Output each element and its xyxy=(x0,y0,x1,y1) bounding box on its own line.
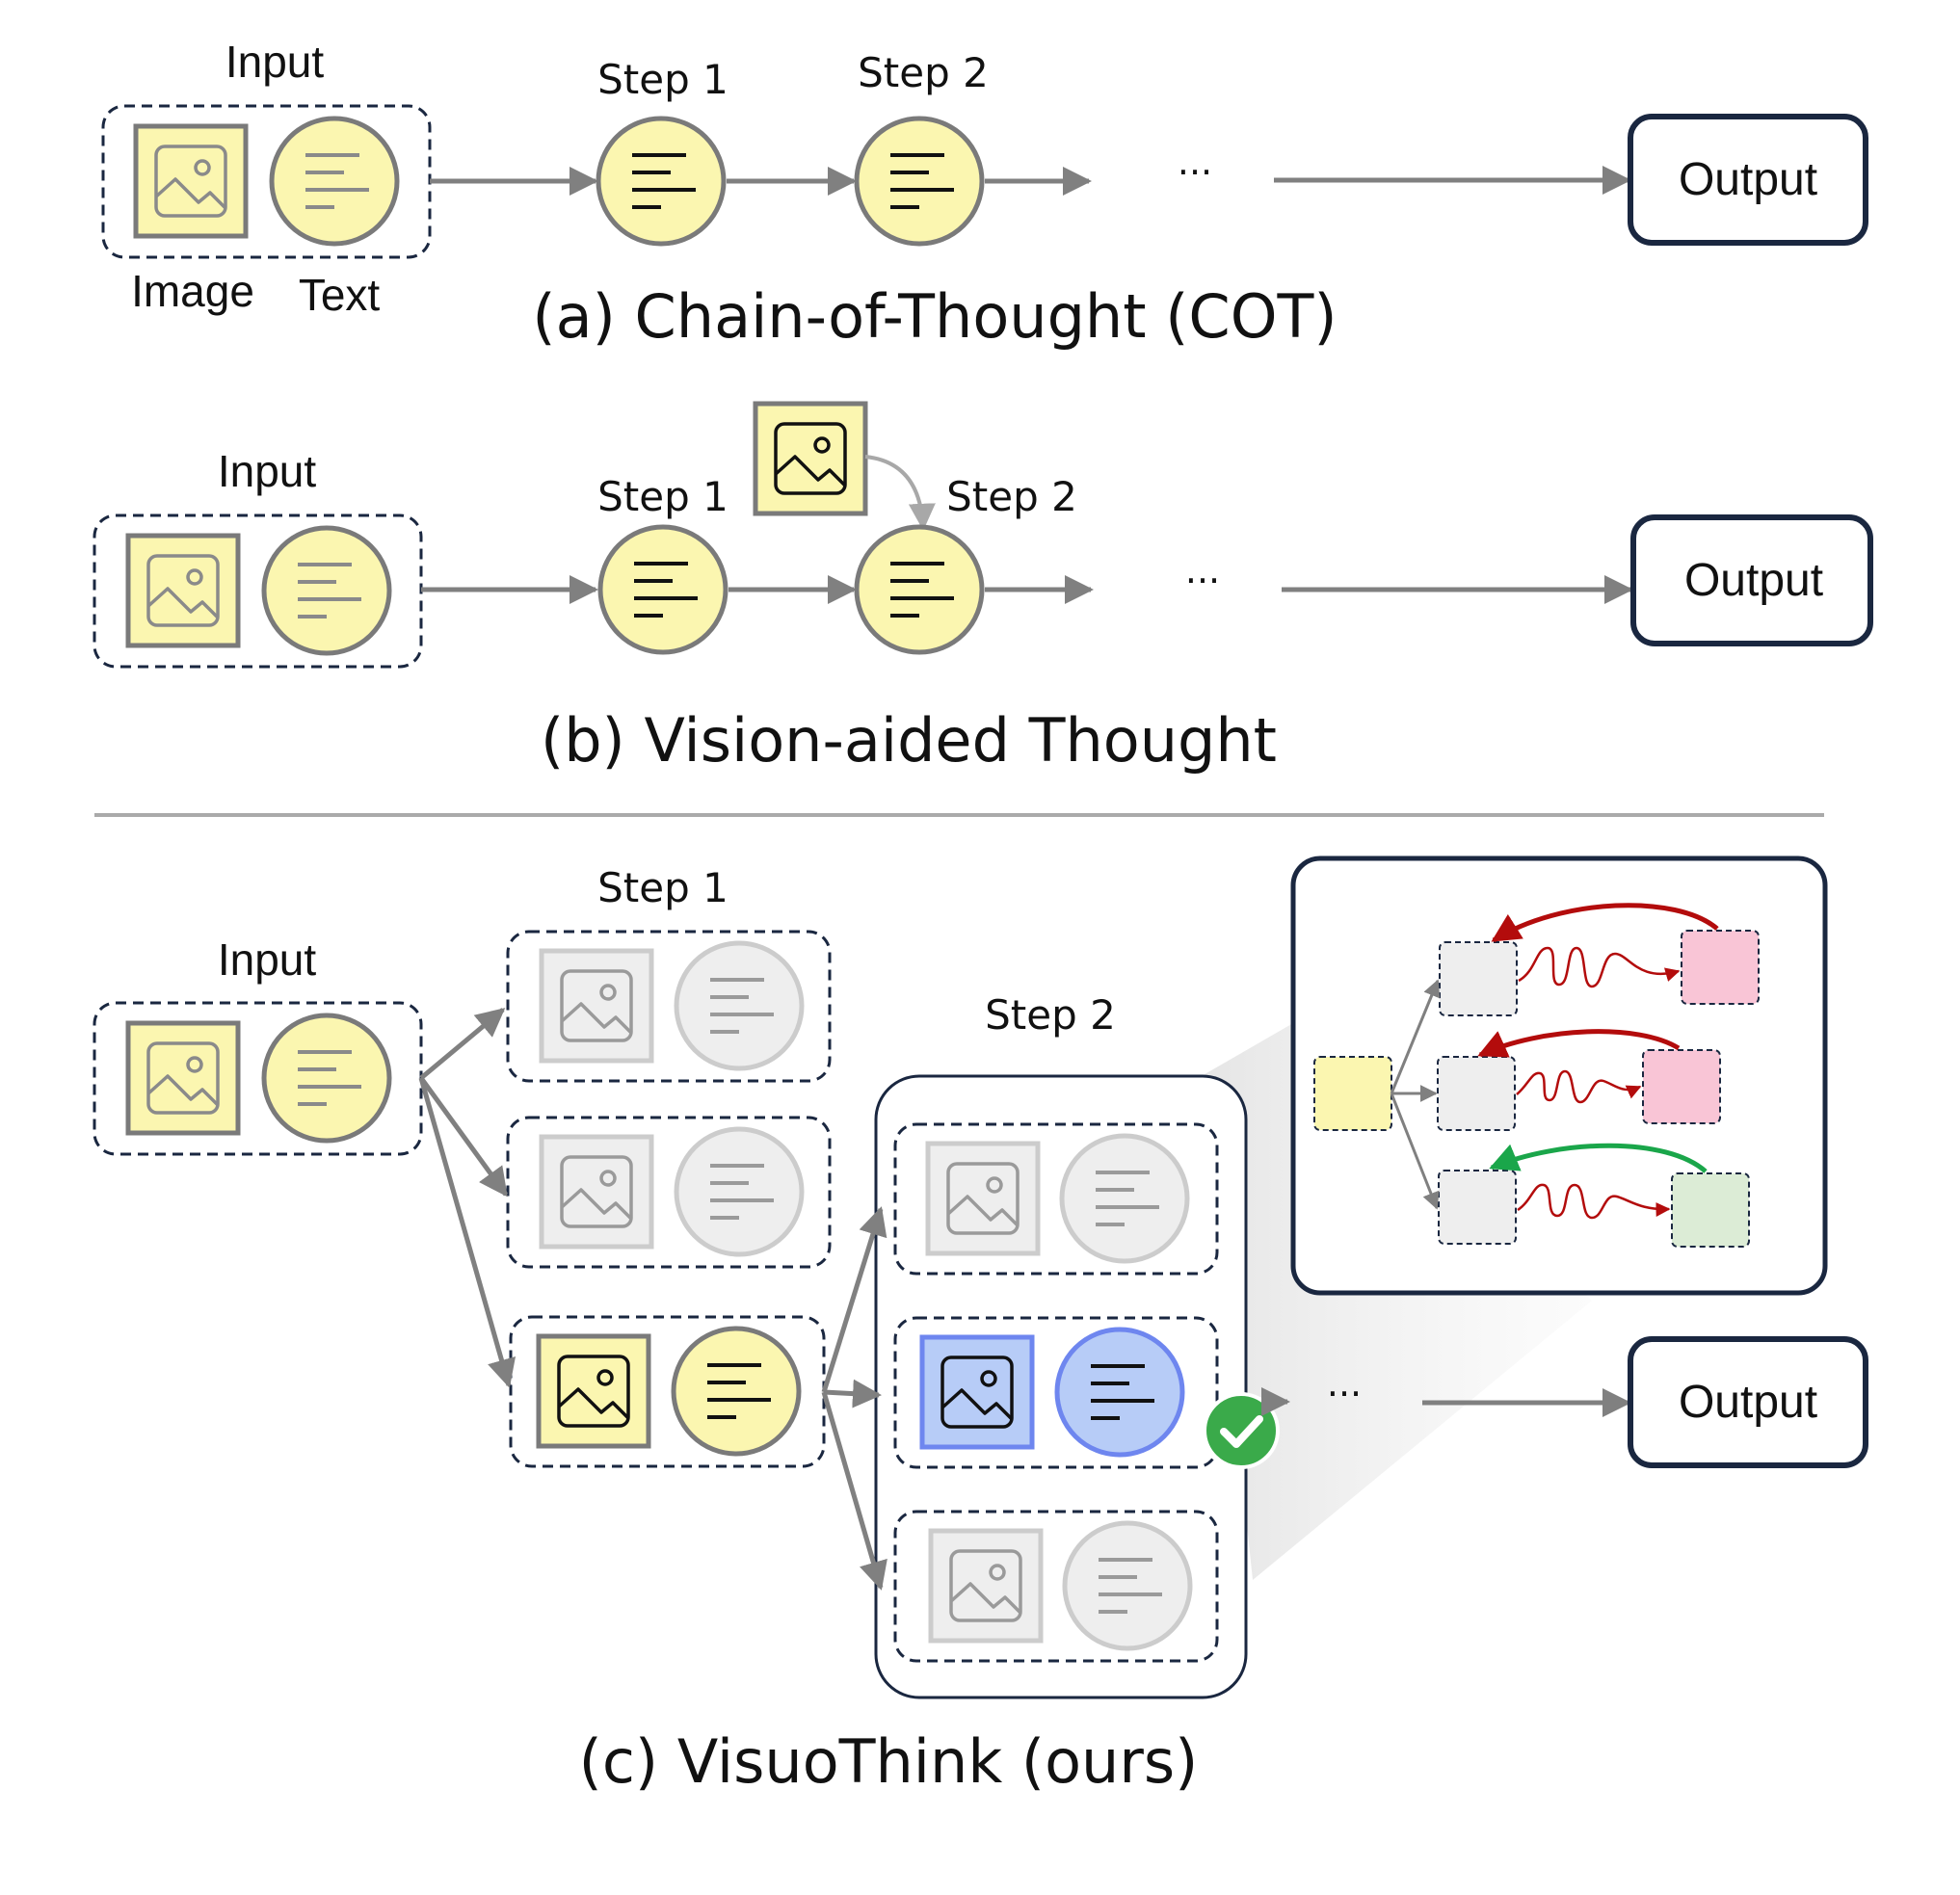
caption-c: (c) VisuoThink (ours) xyxy=(579,1726,1199,1797)
text-icon xyxy=(264,1015,389,1141)
step1-candidate-1 xyxy=(506,930,832,1083)
text-icon xyxy=(272,118,397,244)
caption-b: (b) Vision-aided Thought xyxy=(541,705,1277,776)
output-label: Output xyxy=(1684,555,1823,606)
branch-arrow xyxy=(821,1391,887,1591)
panel-c: Input Step 1 Step 2 xyxy=(93,855,1868,1797)
image-icon xyxy=(539,1336,649,1446)
output-box xyxy=(1628,1336,1868,1468)
branch-arrow xyxy=(418,1077,516,1388)
caption-a: (a) Chain-of-Thought (COT) xyxy=(532,281,1337,352)
step1-text-icon xyxy=(600,527,726,652)
child-node xyxy=(1439,941,1518,1016)
output-label: Output xyxy=(1679,1377,1817,1428)
image-icon xyxy=(128,1023,238,1133)
branch-arrow xyxy=(418,1076,509,1198)
panel-a: Input Image Text Step 1 Step 2 ··· Outpu… xyxy=(101,37,1868,352)
image-icon xyxy=(542,951,651,1061)
step1-candidate-2 xyxy=(506,1116,832,1269)
branch-arrow xyxy=(823,1379,882,1408)
step1-label: Step 1 xyxy=(597,473,728,520)
image-icon xyxy=(542,1137,651,1247)
ellipsis: ··· xyxy=(1178,151,1212,194)
rollout-inset xyxy=(1290,855,1828,1296)
rollout-end-fail xyxy=(1642,1049,1721,1124)
ellipsis: ··· xyxy=(1327,1373,1362,1415)
text-icon xyxy=(676,943,802,1068)
rollout-end-success xyxy=(1671,1172,1750,1248)
output-box xyxy=(1630,514,1873,646)
text-icon xyxy=(1057,1329,1182,1455)
text-icon xyxy=(1065,1523,1190,1648)
rollout-path xyxy=(1518,946,1681,988)
vision-aid-arrow xyxy=(864,455,936,531)
step2-selected xyxy=(893,1316,1219,1469)
step1-label: Step 1 xyxy=(597,864,728,911)
ellipsis: ··· xyxy=(1185,560,1220,602)
tree-edge xyxy=(1390,1092,1440,1210)
text-label: Text xyxy=(299,270,381,320)
output-box xyxy=(1628,114,1868,246)
text-icon xyxy=(676,1129,802,1254)
step2-label: Step 2 xyxy=(946,473,1077,520)
step1-text-icon xyxy=(598,118,724,244)
image-label: Image xyxy=(131,266,254,316)
step2-text-icon xyxy=(857,118,982,244)
branch-arrow xyxy=(419,1008,506,1080)
branch-arrow xyxy=(821,1206,887,1393)
step2-label: Step 2 xyxy=(985,991,1116,1039)
image-icon xyxy=(922,1337,1032,1447)
rollout-end-fail xyxy=(1681,930,1760,1005)
backprop-arrow-success xyxy=(1489,1143,1708,1173)
backprop-arrow xyxy=(1477,1029,1681,1058)
rollout-path xyxy=(1517,1183,1671,1220)
child-node xyxy=(1437,1056,1516,1131)
image-icon xyxy=(128,536,238,645)
input-label: Input xyxy=(225,37,325,87)
root-node xyxy=(1313,1056,1392,1131)
child-node xyxy=(1438,1170,1517,1245)
image-icon xyxy=(928,1144,1038,1253)
input-label: Input xyxy=(218,934,317,985)
backprop-arrow xyxy=(1491,903,1719,943)
image-icon xyxy=(931,1531,1041,1641)
panel-b: Input Step 1 Step 2 ··· Output (b) Visio… xyxy=(93,404,1873,776)
step2-candidate-1 xyxy=(893,1122,1219,1276)
input-label: Input xyxy=(218,446,317,496)
step2-text-icon xyxy=(857,527,982,652)
tree-edge xyxy=(1390,979,1441,1094)
rollout-path xyxy=(1516,1069,1642,1104)
output-label: Output xyxy=(1679,154,1817,205)
text-icon xyxy=(1062,1136,1187,1261)
step2-label: Step 2 xyxy=(858,49,989,96)
step2-candidate-3 xyxy=(893,1510,1219,1663)
check-circle-icon xyxy=(1203,1392,1280,1469)
image-icon xyxy=(136,126,246,236)
visual-hint-image-icon xyxy=(755,404,865,513)
step1-label: Step 1 xyxy=(597,56,728,103)
text-icon xyxy=(674,1329,799,1454)
text-icon xyxy=(264,528,389,653)
